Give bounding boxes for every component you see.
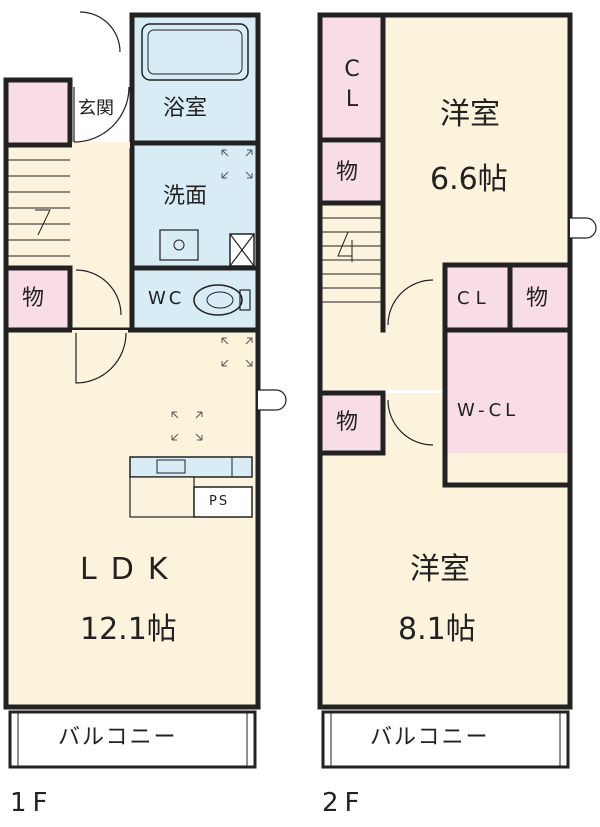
storage-1f-top-area [8, 80, 70, 145]
western-b-area [320, 453, 570, 705]
floor-2-label: 2F [322, 788, 366, 818]
storage-2f-b-area [510, 265, 570, 330]
entrance-area [70, 80, 132, 145]
balcony-2f [321, 710, 570, 769]
storage-1f-label: 物 [22, 286, 45, 311]
stairs-area-1f [8, 145, 70, 267]
closet-mid-label: CL [457, 288, 492, 309]
western-a-size-label: 6.6帖 [430, 162, 508, 197]
walkin-closet-label: W-CL [457, 400, 520, 421]
entrance-label: 玄関 [78, 98, 114, 119]
floor-2-plan [317, 12, 597, 769]
storage-2f-a-label: 物 [336, 160, 359, 185]
closet-top-label: CL [344, 57, 360, 112]
storage-2f-c-label: 物 [336, 410, 359, 435]
closet-mid-area [445, 265, 510, 330]
toilet [193, 284, 243, 316]
western-a-area [383, 15, 570, 265]
bath-area [132, 15, 258, 143]
storage-2f-c-area [320, 393, 383, 453]
kitchen-back-counter [129, 476, 195, 518]
ps-label: PS [209, 494, 230, 509]
balcony-1f-label: バルコニー [58, 725, 178, 750]
kitchen-counter [129, 456, 253, 478]
wash-basin [159, 229, 199, 261]
closet-top-area [320, 15, 383, 140]
ps-box [193, 486, 253, 518]
storage-1f-area [8, 270, 70, 328]
bathtub [141, 23, 249, 81]
floor-1-plan [3, 11, 287, 769]
bath-label: 浴室 [163, 96, 208, 121]
western-b-name-label: 洋室 [410, 552, 470, 587]
wc-label: WC [148, 288, 185, 309]
western-b-size-label: 8.1帖 [398, 612, 476, 647]
balcony-1f [8, 710, 257, 769]
floor-1-label: 1F [10, 788, 54, 818]
balcony-2f-label: バルコニー [370, 725, 490, 750]
western-a-name-label: 洋室 [440, 97, 500, 132]
storage-2f-a-area [320, 143, 383, 203]
wc-area [132, 270, 258, 330]
ldk-size-label: 12.1帖 [80, 612, 177, 647]
storage-2f-b-label: 物 [526, 286, 549, 311]
washroom-label: 洗面 [163, 184, 208, 209]
hall-area [70, 145, 132, 330]
ldk-name-label: LDK [80, 552, 182, 587]
